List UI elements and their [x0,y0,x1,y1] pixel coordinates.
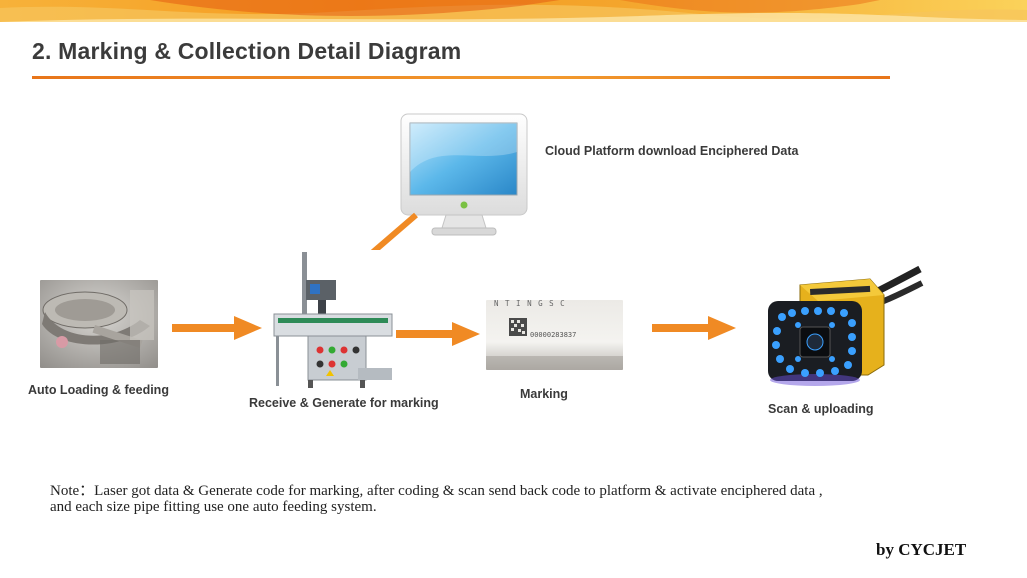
vibratory-bowl-feeder-photo [40,280,158,368]
stage-label-receive-generate: Receive & Generate for marking [249,396,439,410]
flow-arrow-2 [396,322,482,346]
stage-label-auto-loading: Auto Loading & feeding [28,383,169,397]
flow-arrow-1 [172,316,264,340]
pipe-printed-text: N T I N G S C [494,300,566,308]
page-title: 2. Marking & Collection Detail Diagram [32,38,461,65]
title-underline [32,76,890,79]
cloud-platform-label: Cloud Platform download Enciphered Data [545,144,799,158]
flow-arrow-3 [652,316,738,340]
barcode-scanner-photo [760,265,924,390]
note-line-2: and each size pipe fitting use one auto … [50,499,377,516]
top-banner [0,0,1027,22]
stage-label-marking: Marking [520,387,568,401]
laser-marking-machine-photo [270,250,394,388]
stage-label-scan-uploading: Scan & uploading [768,402,874,416]
pipe-code-text: 00000283837 [530,331,576,339]
marked-pipe-datamatrix-photo: N T I N G S C 00000283837 [486,300,623,370]
byline: by CYCJET [876,540,966,560]
note-line-1: Note：Laser got data & Generate code for … [50,479,823,500]
